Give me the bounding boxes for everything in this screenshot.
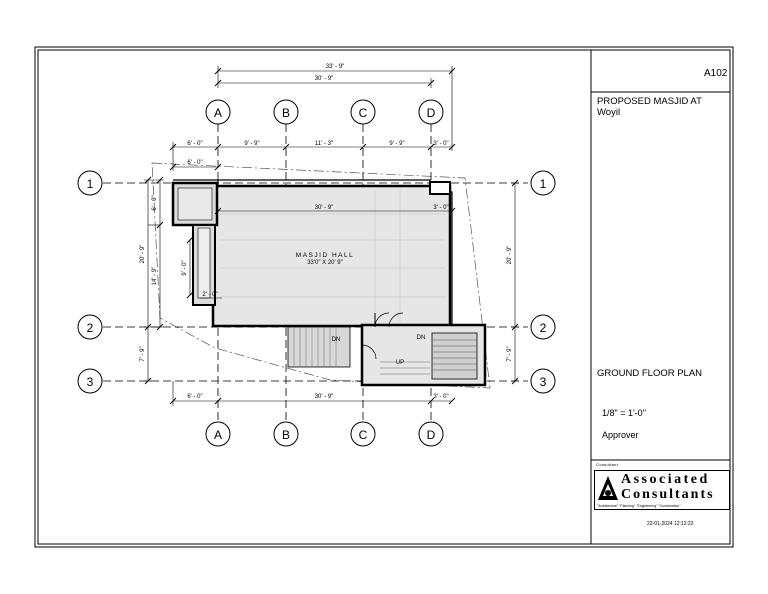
svg-text:3: 3 [540,375,547,389]
firm-tagline: "Architecture" "Planning" "Engineering" … [597,504,681,508]
print-timestamp: 22-01-2024 12:12:22 [647,521,694,527]
dim-corridor: 9' - 0" [182,260,188,275]
hall-interior-lines [220,190,445,322]
consultant-caption: Consultant [596,462,619,467]
project-title: PROPOSED MASJID AT Woyil [597,96,727,118]
corridor-inner [197,227,211,299]
drawing-scale: 1/8" = 1'-0" [602,408,646,418]
dim-left-total: 20' - 9" [140,245,146,264]
door-swing-lower [361,344,377,360]
svg-text:3: 3 [87,375,94,389]
project-title-line: PROPOSED MASJID AT [597,96,702,107]
dim-right-lower: 7' - 9" [507,346,513,361]
svg-text:D: D [427,106,436,120]
svg-text:B: B [282,106,290,120]
grid-bubble-top-a: A [205,99,231,125]
grid-bubble-bottom-b: B [273,421,299,447]
dim-corridor-width: 2' - 0" [202,292,217,298]
grid-bubble-left-3: 3 [77,368,103,394]
stair-right-treads [432,339,477,371]
firm-logo: Associated Consultants "Architecture" "P… [594,470,730,510]
svg-text:C: C [359,428,368,442]
dim-left-mid: 14' - 9" [152,267,158,286]
svg-text:A: A [214,428,222,442]
dim-right-upper: 20' - 9" [507,246,513,265]
grid-bubble-top-d: D [418,99,444,125]
stair-right [431,332,478,380]
project-location: Woyil [597,107,621,118]
drawing-title: GROUND FLOOR PLAN [597,368,703,379]
dim-left-lower: 7' - 9" [140,346,146,361]
grid-bubble-right-1: 1 [530,170,556,196]
stair-up-treads [380,361,430,375]
dim-seg5: 3' - 0" [433,141,448,147]
dim-bottom-1: 6' - 0" [187,394,202,400]
svg-text:C: C [359,106,368,120]
stair-label-left: DN [332,337,341,343]
svg-text:1: 1 [540,177,547,191]
grid-bubble-right-3: 3 [530,368,556,394]
stair-left [287,326,351,368]
svg-text:A: A [214,106,222,120]
dim-bottom-3: 3' - 0" [433,394,448,400]
svg-text:2: 2 [87,321,94,335]
dim-overall-top: 33' - 9" [326,64,345,70]
dim-hall-width: 30' - 9" [315,205,334,211]
dim-seg4: 9' - 9" [389,141,404,147]
dim-bottom-2: 30' - 9" [315,394,334,400]
dim-seg3: 11' - 3" [315,141,333,147]
firm-logo-mark-icon [598,476,618,500]
wash-room-inner [177,187,213,221]
stair-label-right: DN [417,335,426,341]
grid-bubble-left-1: 1 [77,170,103,196]
firm-name-line2: Consultants [621,487,715,502]
svg-text:2: 2 [540,321,547,335]
inner-border [37,49,731,545]
grid-bubbles: A B C D A B C D 1 2 3 1 2 3 [77,99,556,447]
grid-bubble-right-2: 2 [530,314,556,340]
building-plan [171,179,487,387]
room-size: 33'0" X 20' 9" [307,260,343,266]
room-name: MASJID HALL [296,252,354,259]
outer-border [34,46,734,548]
grid-bubble-top-b: B [273,99,299,125]
dimension-ticks [144,67,519,405]
right-notch [429,181,451,195]
dim-cols-top: 30' - 9" [315,76,334,82]
sheet-number: A102 [704,68,728,79]
grid-bubble-bottom-a: A [205,421,231,447]
svg-text:D: D [427,428,436,442]
dim-seg1: 6' - 0" [187,141,202,147]
stair-label-up: UP [396,360,404,366]
dim-wash-width: 6' - 0" [187,160,202,166]
approver-field: Approver [602,430,639,440]
grid-bubble-top-c: C [350,99,376,125]
firm-name-line1: Associated [621,472,710,487]
grid-bubble-left-2: 2 [77,314,103,340]
grid-bubble-bottom-c: C [350,421,376,447]
dim-left-upper: 6' - 0" [152,195,158,210]
grid-bubble-bottom-d: D [418,421,444,447]
svg-text:1: 1 [87,177,94,191]
masjid-hall-floor [211,184,452,328]
dim-right-small: 3' - 0" [433,205,448,211]
dimension-lines [144,66,519,406]
stair-left-treads [293,327,337,367]
dim-seg2: 9' - 9" [244,141,259,147]
svg-text:B: B [282,428,290,442]
